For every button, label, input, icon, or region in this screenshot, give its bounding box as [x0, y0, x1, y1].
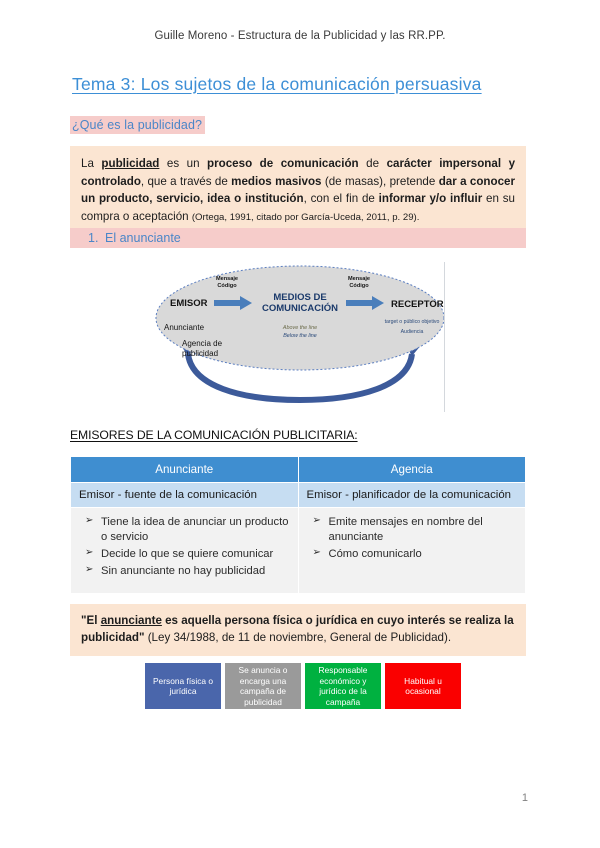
list-item: Sin anunciante no hay publicidad	[85, 563, 290, 579]
svg-text:Mensaje: Mensaje	[216, 276, 238, 282]
document-header: Guille Moreno - Estructura de la Publici…	[154, 30, 446, 42]
definition-text-3: de	[358, 157, 387, 170]
agencia-bullet-list: Emite mensajes en nombre del anunciante …	[307, 514, 518, 562]
definition-term: publicidad	[101, 157, 160, 170]
quote-open: "El	[81, 614, 101, 627]
numbered-section-bar: 1. El anunciante	[70, 228, 526, 248]
definition-text-7: en su compra o aceptación	[81, 192, 515, 223]
svg-text:target o público objetivo: target o público objetivo	[385, 319, 440, 325]
section-number: 1.	[88, 231, 99, 245]
svg-text:Código: Código	[349, 283, 369, 289]
table-header-row: Anunciante Agencia	[70, 456, 526, 483]
section-label: El anunciante	[105, 231, 181, 245]
table-subheader-row: Emisor - fuente de la comunicación Emiso…	[70, 482, 526, 508]
section-heading-question: ¿Qué es la publicidad?	[70, 116, 206, 134]
definition-text-2: es un	[159, 157, 208, 170]
svg-text:Below the line: Below the line	[283, 333, 317, 339]
diagram-right-divider	[444, 262, 445, 412]
svg-text:MEDIOS DE: MEDIOS DE	[273, 292, 326, 303]
attribute-box-persona: Persona física o jurídica	[145, 663, 221, 709]
page-number: 1	[521, 792, 528, 804]
list-item: Tiene la idea de anunciar un producto o …	[85, 514, 290, 545]
table-bullets-row: Tiene la idea de anunciar un producto o …	[70, 507, 526, 594]
attribute-box-habitual: Habitual u ocasional	[385, 663, 461, 709]
anunciante-bullet-list: Tiene la idea de anunciar un producto o …	[79, 514, 290, 579]
svg-text:Mensaje: Mensaje	[348, 276, 370, 282]
svg-text:COMUNICACIÓN: COMUNICACIÓN	[262, 302, 338, 314]
emisores-heading: EMISORES DE LA COMUNICACIÓN PUBLICITARIA…	[70, 428, 358, 442]
definition-citation: (Ortega, 1991, citado por García-Uceda, …	[191, 211, 420, 223]
quote-body: es aquella persona física o jurídica en …	[81, 614, 514, 645]
definition-bold-2: carácter impersonal y controlado	[81, 157, 516, 188]
definition-text-1: La	[81, 157, 102, 170]
svg-text:Agencia de: Agencia de	[182, 339, 223, 348]
table-header-agencia: Agencia	[297, 456, 526, 483]
svg-text:publicidad: publicidad	[182, 349, 218, 358]
definition-text-6: , con el fin de	[303, 192, 379, 206]
page-title: Tema 3: Los sujetos de la comunicación p…	[72, 74, 482, 94]
svg-text:Above the line: Above the line	[282, 325, 317, 331]
quote-term: anunciante	[100, 614, 162, 627]
svg-text:Código: Código	[217, 283, 237, 289]
table-cell-agencia-bullets: Emite mensajes en nombre del anunciante …	[297, 507, 526, 594]
definition-text-5: (de masas), pretende	[321, 174, 439, 188]
definition-text-4: , que a través de	[140, 174, 232, 188]
definition-bold-4: dar a conocer un producto, servicio, ide…	[81, 174, 515, 206]
definition-bold-1: proceso de comunicación	[207, 157, 359, 170]
table-cell-emisor-planificador: Emisor - planificador de la comunicación	[297, 482, 526, 508]
emisores-table: Anunciante Agencia Emisor - fuente de la…	[70, 456, 526, 594]
list-item: Cómo comunicarlo	[313, 546, 518, 562]
table-header-anunciante: Anunciante	[70, 456, 299, 483]
quote-reference: (Ley 34/1988, de 11 de noviembre, Genera…	[144, 631, 452, 645]
anunciante-attribute-boxes: Persona física o jurídica Se anuncia o e…	[145, 663, 461, 709]
attribute-box-campana: Se anuncia o encarga una campaña de publ…	[225, 663, 301, 709]
definition-box: La publicidad es un proceso de comunicac…	[70, 146, 526, 236]
attribute-box-responsable: Responsable económico y jurídico de la c…	[305, 663, 381, 709]
svg-text:RECEPTOR: RECEPTOR	[391, 299, 444, 310]
definition-bold-5: informar y/o influir	[378, 192, 483, 206]
table-cell-anunciante-bullets: Tiene la idea de anunciar un producto o …	[70, 507, 299, 594]
legal-quote-box: "El anunciante es aquella persona física…	[70, 604, 526, 656]
definition-bold-3: medios masivos	[231, 174, 322, 188]
list-item: Emite mensajes en nombre del anunciante	[313, 514, 518, 545]
svg-text:EMISOR: EMISOR	[170, 298, 208, 309]
list-item: Decide lo que se quiere comunicar	[85, 546, 290, 562]
communication-process-diagram: EMISOR Anunciante Agencia de publicidad …	[150, 258, 450, 408]
table-cell-emisor-fuente: Emisor - fuente de la comunicación	[70, 482, 299, 508]
svg-text:Audiencia: Audiencia	[401, 329, 424, 335]
svg-text:Anunciante: Anunciante	[164, 323, 205, 332]
